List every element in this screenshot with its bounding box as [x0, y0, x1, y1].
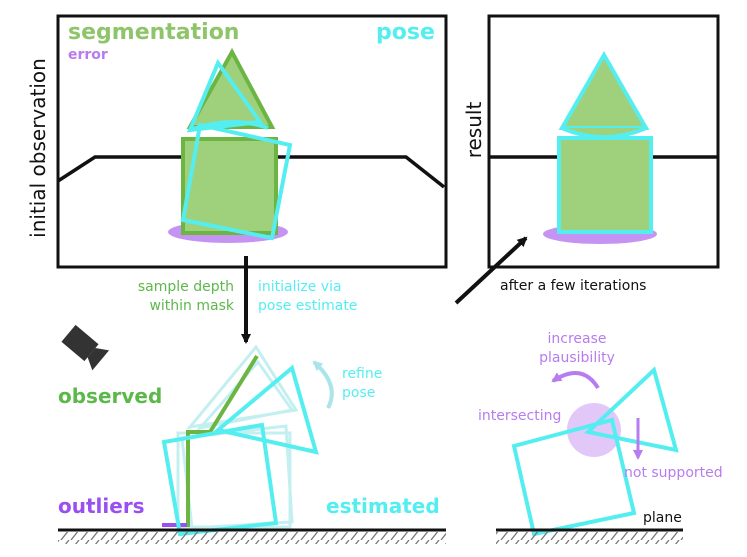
result-pose — [557, 50, 653, 234]
after-iterations-label: after a few iterations — [500, 278, 647, 294]
result-panel — [487, 14, 720, 269]
implausible-pose — [511, 366, 679, 537]
estimated-pose — [161, 364, 319, 537]
sample-depth-label: sample depth within mask — [137, 279, 234, 314]
result-label: result — [462, 101, 486, 159]
error-label: error — [68, 47, 108, 63]
increase-arrow — [551, 371, 600, 390]
estimated-label: estimated — [326, 494, 440, 518]
initial-observation-panel — [56, 14, 448, 269]
plausibility-scene — [496, 366, 683, 544]
outliers-label: outliers — [58, 494, 145, 518]
observed-surface — [186, 354, 259, 527]
camera-icon — [61, 324, 110, 371]
pose-estimate — [180, 58, 293, 241]
observed-label: observed — [58, 384, 163, 408]
plane-label: plane — [643, 510, 682, 526]
refine-pose-label: refine pose — [342, 366, 383, 401]
increase-plausibility-label: increase plausibility — [539, 331, 615, 366]
result-arrow — [454, 236, 528, 305]
intersecting-label: intersecting — [478, 408, 562, 424]
intersection-highlight — [567, 403, 621, 457]
pose-label: pose — [376, 20, 435, 45]
initial-observation-label: initial observation — [26, 58, 50, 238]
not-supported-label: not supported — [624, 465, 723, 481]
refinement-scene — [58, 324, 446, 544]
refine-arrow — [312, 360, 334, 409]
initialize-via-label: initialize via pose estimate — [258, 279, 358, 314]
segmentation-label: segmentation — [68, 20, 240, 45]
